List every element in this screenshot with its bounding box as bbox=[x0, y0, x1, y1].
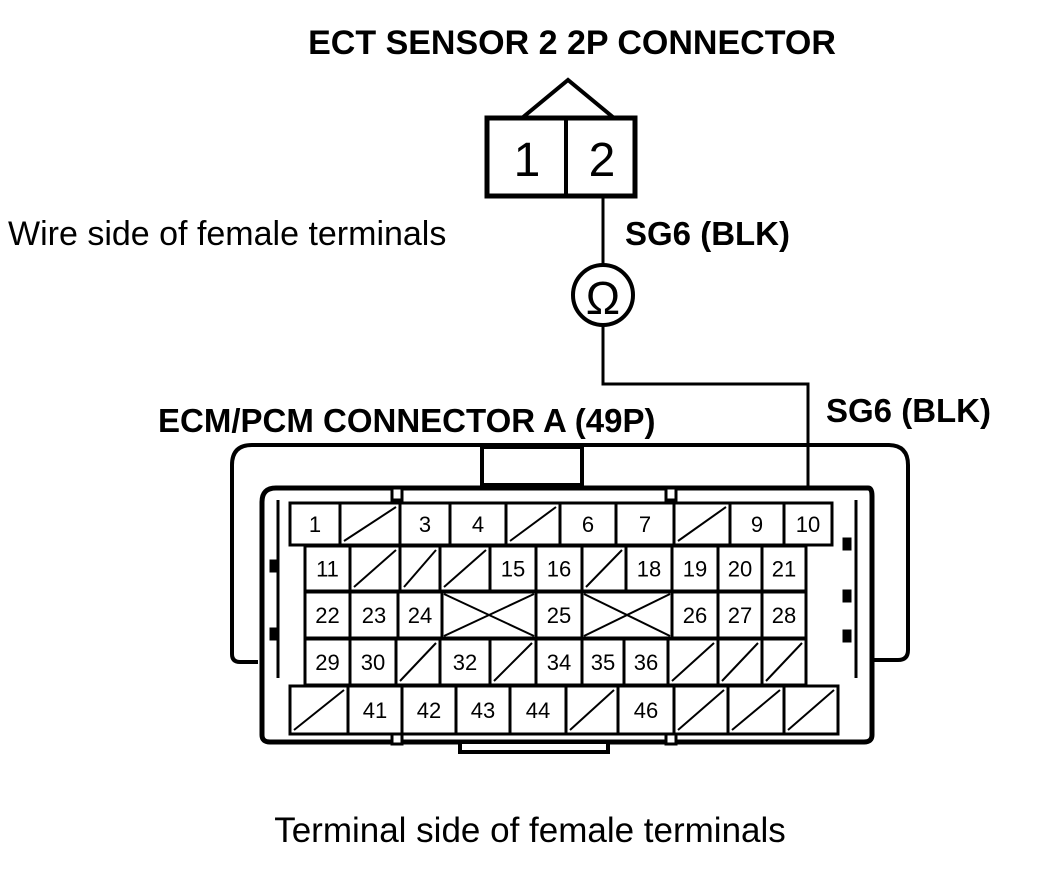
terminal-23: 23 bbox=[348, 590, 400, 640]
terminal-label: 29 bbox=[315, 650, 339, 675]
terminal-label: 28 bbox=[772, 603, 796, 628]
ecm-side-label: Terminal side of female terminals bbox=[274, 811, 786, 850]
terminal-empty bbox=[666, 637, 720, 687]
sensor-connector: 1 2 bbox=[484, 115, 638, 199]
terminal-blocked bbox=[440, 590, 538, 640]
terminal-empty bbox=[504, 501, 562, 547]
terminal-label: 16 bbox=[547, 557, 571, 582]
terminal-empty bbox=[398, 544, 442, 593]
terminal-empty bbox=[338, 501, 402, 547]
terminal-label: 19 bbox=[683, 557, 707, 582]
terminal-blocked bbox=[580, 590, 674, 640]
terminal-10: 10 bbox=[782, 501, 834, 547]
terminal-21: 21 bbox=[760, 544, 808, 593]
terminal-label: 24 bbox=[408, 603, 432, 628]
terminal-28: 28 bbox=[760, 590, 808, 640]
ecm-connector-title: ECM/PCM CONNECTOR A (49P) bbox=[158, 402, 655, 439]
terminal-1: 1 bbox=[288, 501, 342, 547]
terminal-label: 35 bbox=[591, 650, 615, 675]
terminal-empty bbox=[438, 544, 492, 593]
terminal-35: 35 bbox=[580, 637, 626, 687]
terminal-label: 27 bbox=[728, 603, 752, 628]
terminal-15: 15 bbox=[488, 544, 538, 593]
terminal-label: 25 bbox=[547, 603, 571, 628]
ohmmeter: Ω bbox=[571, 263, 635, 327]
terminal-32: 32 bbox=[438, 637, 492, 687]
terminal-label: 18 bbox=[637, 557, 661, 582]
terminal-empty bbox=[672, 684, 730, 736]
terminal-16: 16 bbox=[534, 544, 584, 593]
terminal-label: 3 bbox=[419, 512, 431, 537]
terminal-26: 26 bbox=[670, 590, 720, 640]
terminal-label: 9 bbox=[751, 512, 763, 537]
wire-label-top: SG6 (BLK) bbox=[625, 215, 790, 252]
terminal-label: 32 bbox=[453, 650, 477, 675]
terminal-empty bbox=[580, 544, 628, 593]
terminal-label: 22 bbox=[315, 603, 339, 628]
terminal-label: 15 bbox=[501, 557, 525, 582]
terminal-label: 42 bbox=[417, 698, 441, 723]
terminal-empty bbox=[716, 637, 764, 687]
terminal-empty bbox=[760, 637, 808, 687]
terminal-11: 11 bbox=[303, 544, 352, 593]
terminal-label: 36 bbox=[634, 650, 658, 675]
terminal-6: 6 bbox=[558, 501, 618, 547]
ohm-icon: Ω bbox=[586, 272, 620, 324]
terminal-label: 20 bbox=[728, 557, 752, 582]
terminal-44: 44 bbox=[508, 684, 568, 736]
sensor-side-label: Wire side of female terminals bbox=[8, 215, 446, 253]
terminal-19: 19 bbox=[670, 544, 720, 593]
terminal-46: 46 bbox=[616, 684, 676, 736]
terminal-24: 24 bbox=[396, 590, 444, 640]
wire-label-right: SG6 (BLK) bbox=[826, 392, 991, 429]
terminal-label: 41 bbox=[363, 698, 387, 723]
terminal-empty bbox=[672, 501, 732, 547]
terminal-empty bbox=[488, 637, 538, 687]
terminal-36: 36 bbox=[622, 637, 670, 687]
sensor-pin-2: 2 bbox=[589, 134, 616, 187]
terminal-empty bbox=[288, 684, 350, 736]
terminal-34: 34 bbox=[534, 637, 584, 687]
terminal-43: 43 bbox=[454, 684, 512, 736]
terminal-18: 18 bbox=[624, 544, 674, 593]
terminal-label: 10 bbox=[796, 512, 820, 537]
terminal-empty bbox=[782, 684, 840, 736]
terminal-29: 29 bbox=[303, 637, 352, 687]
terminal-42: 42 bbox=[400, 684, 458, 736]
terminal-label: 46 bbox=[634, 698, 658, 723]
terminal-label: 43 bbox=[471, 698, 495, 723]
terminal-empty bbox=[564, 684, 620, 736]
terminal-9: 9 bbox=[728, 501, 786, 547]
terminal-4: 4 bbox=[448, 501, 508, 547]
sensor-connector-title: ECT SENSOR 2 2P CONNECTOR bbox=[308, 24, 836, 62]
terminal-empty bbox=[394, 637, 442, 687]
terminal-empty bbox=[726, 684, 786, 736]
sensor-latch bbox=[520, 77, 616, 120]
terminal-7: 7 bbox=[614, 501, 676, 547]
sensor-pin-1: 1 bbox=[514, 134, 541, 187]
terminal-30: 30 bbox=[348, 637, 398, 687]
terminal-label: 11 bbox=[316, 557, 339, 582]
terminal-label: 7 bbox=[639, 512, 651, 537]
terminal-41: 41 bbox=[346, 684, 404, 736]
terminal-label: 26 bbox=[683, 603, 707, 628]
terminal-27: 27 bbox=[716, 590, 764, 640]
terminal-label: 30 bbox=[361, 650, 385, 675]
terminal-25: 25 bbox=[534, 590, 584, 640]
terminal-label: 6 bbox=[582, 512, 594, 537]
terminal-empty bbox=[348, 544, 402, 593]
terminal-label: 1 bbox=[309, 512, 321, 537]
terminal-label: 21 bbox=[772, 557, 796, 582]
terminal-label: 34 bbox=[547, 650, 571, 675]
terminal-label: 23 bbox=[362, 603, 386, 628]
terminal-label: 4 bbox=[472, 512, 484, 537]
terminal-22: 22 bbox=[303, 590, 352, 640]
terminal-label: 44 bbox=[526, 698, 550, 723]
terminal-20: 20 bbox=[716, 544, 764, 593]
terminal-3: 3 bbox=[398, 501, 452, 547]
